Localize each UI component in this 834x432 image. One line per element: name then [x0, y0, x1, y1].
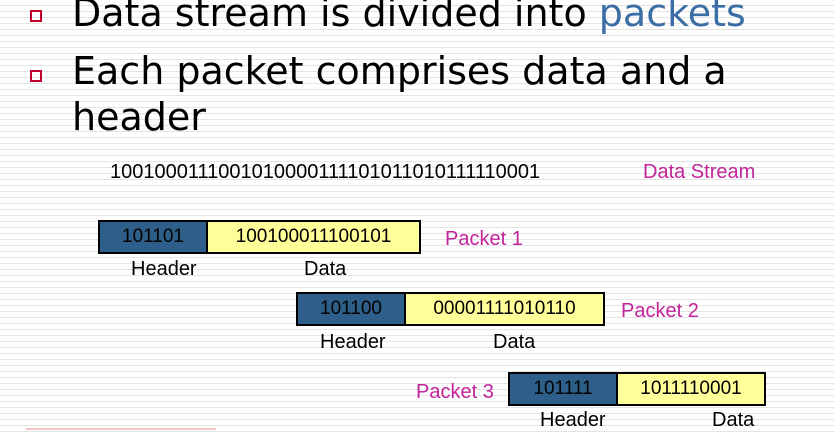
bullet-2-line-1: Each packet comprises data and a — [72, 49, 727, 93]
bullet-1-main: Data stream is divided into — [72, 0, 599, 35]
packet-2-data-caption: Data — [493, 331, 536, 353]
packet-3-header-bits: 101111 — [510, 374, 618, 404]
packet-1-data-bits: 100100011100101 — [208, 222, 419, 252]
packet-3: 101111 1011110001 — [508, 372, 766, 406]
bullet-square-icon — [30, 10, 42, 22]
packet-1: 101101 100100011100101 — [98, 220, 421, 254]
packet-2-header-bits: 101100 — [298, 294, 406, 324]
bullet-1-keyword: packets — [598, 0, 746, 35]
packet-2-label: Packet 2 — [621, 300, 699, 322]
packet-1-header-caption: Header — [131, 258, 197, 280]
packet-1-label: Packet 1 — [445, 228, 523, 250]
packet-2: 101100 00001111010110 — [296, 292, 605, 326]
packet-1-header-bits: 101101 — [100, 222, 208, 252]
packet-1-data-caption: Data — [304, 258, 347, 280]
packet-3-label: Packet 3 — [416, 381, 494, 403]
packet-3-data-caption: Data — [712, 409, 755, 431]
footer-divider — [26, 428, 216, 430]
packet-2-data-bits: 00001111010110 — [406, 294, 603, 324]
data-stream-label: Data Stream — [643, 161, 756, 183]
packet-2-header-caption: Header — [320, 331, 386, 353]
packet-3-header-caption: Header — [540, 409, 606, 431]
bullet-2-line-2: header — [72, 95, 206, 139]
bullet-1-text: Data stream is divided into packets — [72, 0, 746, 34]
data-stream-bits: 1001000111001010000111101011010111110001 — [110, 161, 541, 183]
packet-3-data-bits: 1011110001 — [618, 374, 764, 404]
bullet-square-icon — [30, 70, 42, 82]
